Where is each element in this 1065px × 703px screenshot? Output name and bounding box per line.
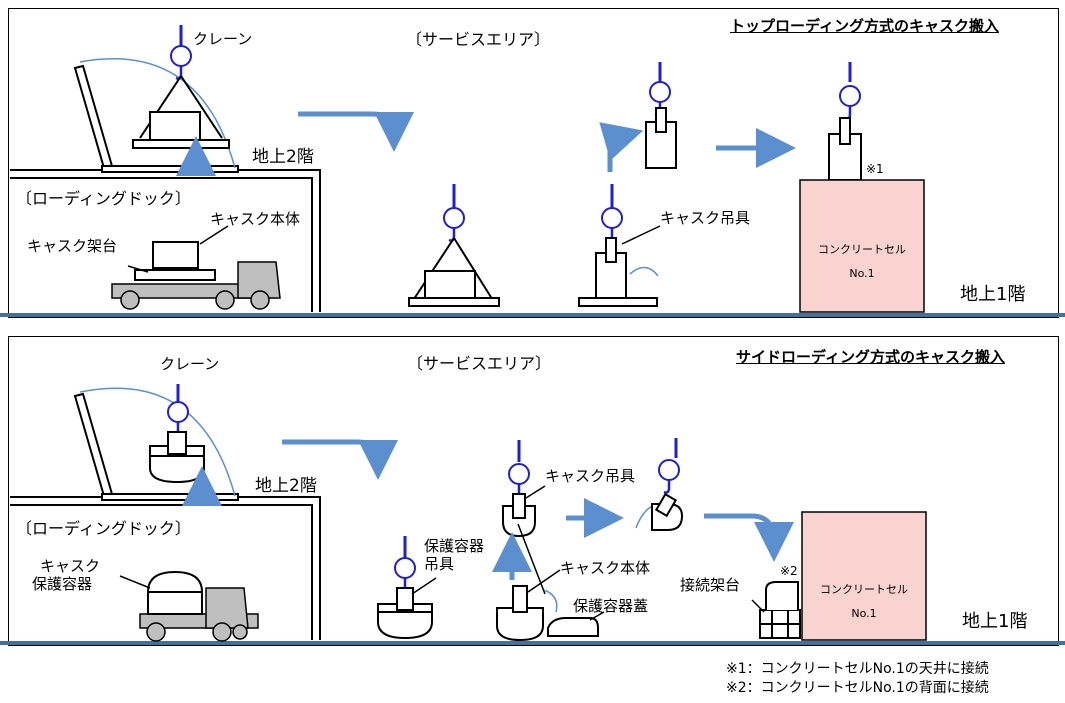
rotate-arrow-bottom [635, 505, 653, 529]
cask-lowered-top [408, 237, 500, 307]
note-mark-2: ※2 [780, 564, 798, 578]
truck-bottom [139, 587, 259, 642]
crane-hook-top-3 [601, 184, 623, 242]
transfer-arrow-bottom [282, 439, 398, 480]
concrete-cell-top [799, 179, 925, 313]
protect-container-lifted-bottom [149, 431, 205, 484]
cask-lifted-top [645, 107, 677, 169]
transfer-arrow-top [298, 111, 414, 152]
cask-upright-top [578, 237, 658, 307]
hatch-door-bottom [73, 387, 239, 501]
cask-body-label-bottom: キャスク本体 [560, 559, 651, 577]
concrete-cell-bottom [801, 511, 927, 641]
protect-lifter-label-2: 吊具 [424, 555, 455, 573]
raise-arrow-top [599, 122, 644, 172]
cask-lifter-label-bottom: キャスク吊具 [545, 467, 636, 485]
truck-top [111, 261, 281, 310]
cask-body-bottom [496, 585, 544, 642]
cask-rotated-bottom [651, 492, 684, 531]
loading-dock-label-bottom: 〔ローディングドック〕 [16, 519, 191, 538]
protect-lid-bottom [547, 617, 599, 637]
cell-no-label-top: No.1 [849, 267, 875, 280]
floor2-label-top: 地上2階 [252, 147, 314, 167]
ground-floor-line-top [0, 313, 1065, 317]
cask-stand-label-top: キャスク架台 [27, 237, 118, 255]
concrete-cell-label-top: コンクリートセル [818, 243, 906, 256]
leader-cask-body [199, 225, 229, 245]
cask-on-cell-top [828, 117, 862, 181]
cask-body-label-top: キャスク本体 [210, 210, 301, 228]
connect-stand-label: 接続架台 [680, 576, 741, 594]
top-title: トップローディング方式のキャスク搬入 [730, 17, 999, 35]
note-mark-1: ※1 [866, 162, 884, 176]
transfer-arrow-to-cell [704, 513, 794, 562]
footnote-2: ※2：コンクリートセルNo.1の背面に接続 [726, 680, 989, 696]
protect-lid-label: 保護容器蓋 [573, 597, 649, 615]
leader-cask-lifter-long [517, 523, 546, 595]
service-area-label-bottom: 〔サービスエリア〕 [407, 354, 552, 373]
concrete-cell-label-bottom: コンクリートセル [820, 583, 908, 596]
crane-hook-bottom-3 [508, 440, 530, 498]
cell-no-label-bottom: No.1 [851, 607, 877, 620]
cask-lifter-label-top: キャスク吊具 [660, 209, 751, 227]
footnotes: ※1：コンクリートセルNo.1の天井に接続 ※2：コンクリートセルNo.1の背面… [726, 660, 989, 698]
floor1-label-bottom: 地上1階 [962, 611, 1028, 632]
crane-hook-top-5 [839, 62, 861, 120]
leader-protect-lifter [411, 577, 437, 595]
crane-label-bottom: クレーン [160, 355, 220, 373]
bottom-title: サイドローディング方式のキャスク搬入 [736, 348, 1005, 366]
leader-cask-stand [127, 265, 149, 273]
connection-stand [759, 581, 801, 639]
crane-hook-bottom-4 [658, 438, 680, 494]
ground-floor-line-bottom [0, 641, 1065, 645]
cask-lifted-bottom [502, 493, 536, 538]
cask-protect-label-2: 保護容器 [32, 575, 93, 593]
leader-cask-lifter-bottom [525, 485, 546, 499]
crane-label-top: クレーン [193, 30, 253, 48]
footnote-1: ※1：コンクリートセルNo.1の天井に接続 [726, 661, 989, 677]
floor2-label-bottom: 地上2階 [255, 476, 317, 496]
crane-hook-bottom-1 [167, 384, 189, 436]
crane-hook-bottom-2 [394, 536, 416, 592]
leader-cask-lifter-top [621, 225, 661, 245]
service-area-label-top: 〔サービスエリア〕 [406, 30, 551, 49]
loading-dock-label-top: 〔ローディングドック〕 [16, 189, 191, 208]
protect-container-lowered [377, 587, 433, 640]
floor1-label-top: 地上1階 [960, 284, 1026, 305]
lid-off-arrow [543, 589, 558, 613]
protect-container-on-truck [147, 570, 203, 615]
leader-protect-lid [589, 611, 605, 621]
leader-connect-stand [751, 599, 765, 613]
protect-lifter-label-1: 保護容器 [424, 537, 485, 555]
cask-protect-label-1: キャスク [40, 557, 101, 575]
crane-hook-top-1 [170, 25, 192, 80]
leader-cask-protect [119, 575, 151, 589]
cask-on-truck-top [134, 241, 216, 281]
leader-cask-body-bottom [527, 569, 561, 593]
rotate-arrow-top [629, 266, 659, 277]
